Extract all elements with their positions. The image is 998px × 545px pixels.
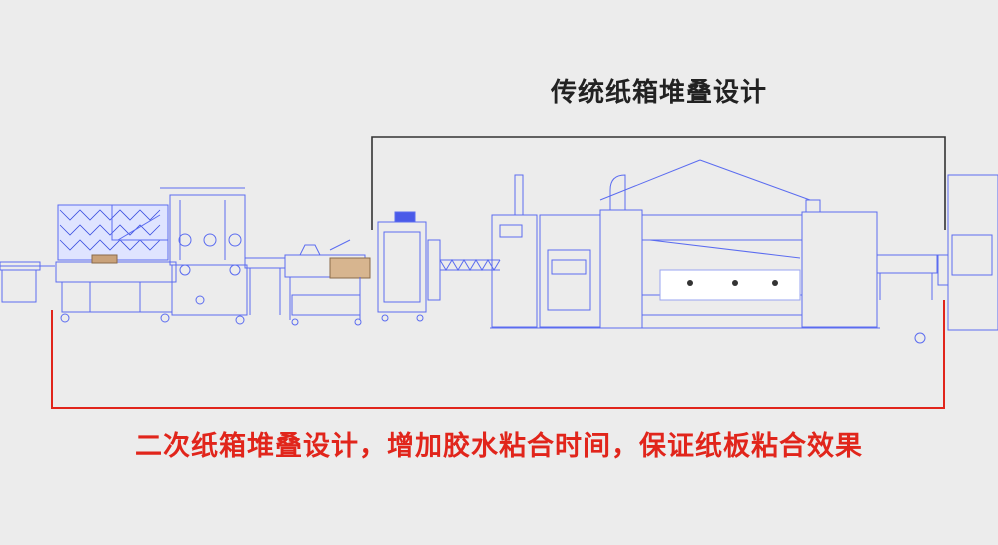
traditional-stacking-frame bbox=[371, 136, 946, 230]
secondary-stacking-frame bbox=[51, 300, 945, 409]
machine-drawing bbox=[0, 159, 998, 344]
secondary-stacking-caption: 二次纸箱堆叠设计，增加胶水粘合时间，保证纸板粘合效果 bbox=[135, 431, 863, 462]
traditional-design-title: 传统纸箱堆叠设计 bbox=[550, 78, 767, 108]
